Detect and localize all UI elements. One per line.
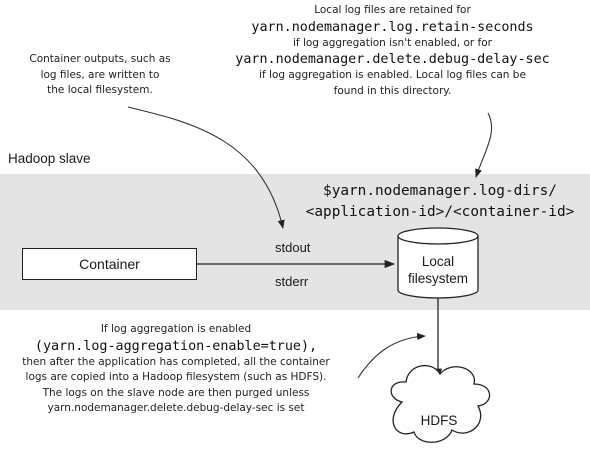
log-dirs-line: <application-id>/<container-id> <box>305 204 575 220</box>
note-line: If log aggregation is enabled <box>100 323 252 335</box>
container-label: Container <box>79 256 140 272</box>
slave-label: Hadoop slave <box>8 151 91 166</box>
note-line: Local log files are retained for <box>314 4 471 16</box>
container-outputs-note: Container outputs, such as log files, ar… <box>20 52 180 99</box>
container-box: Container <box>22 248 197 280</box>
local-filesystem-line: Local <box>421 254 455 269</box>
retain-seconds-property: yarn.nodemanager.log.retain-seconds <box>251 19 534 35</box>
log-dirs-line: $yarn.nodemanager.log-dirs/ <box>323 183 557 199</box>
note-line: log files, are written to <box>40 68 160 81</box>
local-filesystem-label: Local filesystem <box>398 253 478 287</box>
slave-node-region <box>0 174 590 310</box>
note-line: if log aggregation isn't enabled, or for <box>293 36 492 49</box>
local-log-note-callout <box>475 112 493 178</box>
note-line: then after the application has completed… <box>22 355 330 368</box>
note-line: logs are copied into a Hadoop filesystem… <box>25 371 327 383</box>
stdout-label: stdout <box>275 240 311 255</box>
hdfs-label: HDFS <box>420 413 458 428</box>
container-note-callout <box>127 106 285 229</box>
note-line: if log aggregation is enabled. Local log… <box>259 69 526 81</box>
note-line: yarn.nodemanager.delete.debug-delay-sec … <box>47 402 305 414</box>
note-line: found in this directory. <box>333 84 452 97</box>
log-aggregation-note: If log aggregation is enabled (yarn.log-… <box>0 322 352 417</box>
local-filesystem-cylinder <box>397 227 479 299</box>
aggregation-enable-property: (yarn.log-aggregation-enable=true), <box>34 338 318 354</box>
note-line: The logs on the slave node are then purg… <box>42 386 310 399</box>
note-line: Container outputs, such as <box>29 53 171 65</box>
log-dirs-path: $yarn.nodemanager.log-dirs/ <application… <box>295 181 585 223</box>
local-log-retention-note: Local log files are retained for yarn.no… <box>200 3 585 99</box>
hdfs-cloud <box>390 364 491 443</box>
debug-delay-property: yarn.nodemanager.delete.debug-delay-sec <box>235 52 550 67</box>
local-filesystem-line: filesystem <box>407 271 468 286</box>
stderr-label: stderr <box>275 274 309 289</box>
note-line: the local filesystem. <box>47 84 153 96</box>
aggregation-note-callout <box>357 333 426 379</box>
